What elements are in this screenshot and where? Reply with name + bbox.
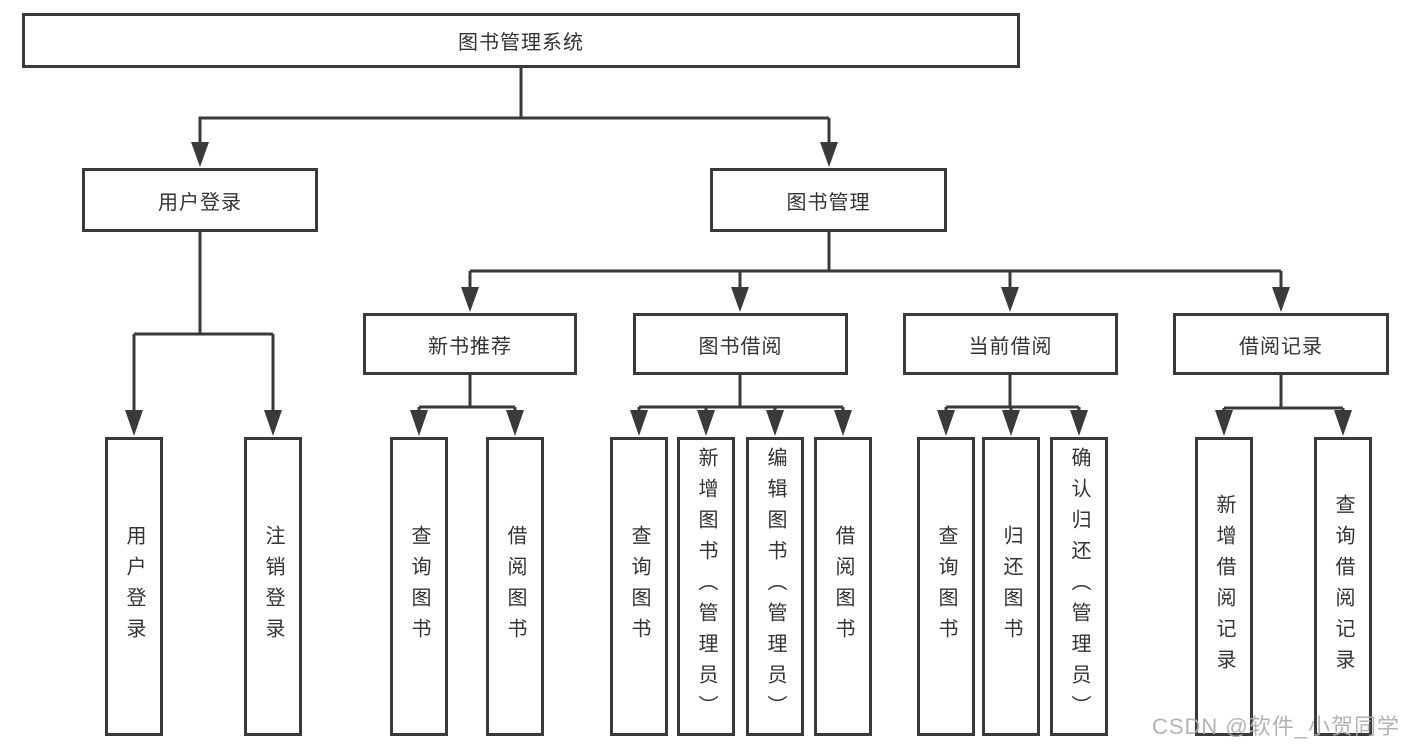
node-library-system: 图书管理系统	[22, 13, 1020, 68]
tree-edges	[132, 68, 1345, 431]
leaf-borrow-books: 借阅图书	[814, 437, 872, 736]
leaf-return-books: 归还图书	[982, 437, 1040, 736]
node-label: 新增借阅记录	[1213, 493, 1235, 680]
node-label: 借阅图书	[832, 524, 854, 649]
leaf-query-books: 查询图书	[917, 437, 975, 736]
node-label: 图书管理系统	[458, 32, 584, 54]
node-book-management: 图书管理	[710, 168, 947, 232]
leaf-user-login: 用户登录	[105, 437, 163, 736]
node-current-borrow: 当前借阅	[903, 313, 1118, 375]
csdn-watermark: CSDN @软件_小贺同学	[1151, 714, 1400, 739]
leaf-query-books: 查询图书	[390, 437, 448, 736]
node-book-borrow: 图书借阅	[633, 313, 848, 375]
node-borrow-records: 借阅记录	[1173, 313, 1389, 375]
node-label: 借阅图书	[504, 524, 526, 649]
node-label: 编辑图书（管理员）	[764, 447, 786, 726]
leaf-query-borrow-record: 查询借阅记录	[1314, 437, 1372, 736]
node-label: 查询图书	[935, 524, 957, 649]
leaf-logout: 注销登录	[244, 437, 302, 736]
node-user-login: 用户登录	[82, 168, 318, 232]
leaf-edit-book-admin: 编辑图书（管理员）	[746, 437, 804, 736]
node-label: 用户登录	[158, 191, 242, 214]
node-label: 新增图书（管理员）	[695, 447, 717, 726]
leaf-query-books: 查询图书	[610, 437, 668, 736]
leaf-add-book-admin: 新增图书（管理员）	[677, 437, 735, 736]
node-label: 确认归还（管理员）	[1068, 447, 1090, 726]
node-label: 查询借阅记录	[1332, 493, 1354, 680]
node-label: 当前借阅	[968, 335, 1053, 358]
leaf-confirm-return-admin: 确认归还（管理员）	[1050, 437, 1108, 736]
node-label: 新书推荐	[428, 335, 512, 358]
node-label: 图书管理	[786, 191, 871, 214]
node-label: 图书借阅	[698, 335, 783, 358]
node-label: 查询图书	[628, 524, 650, 649]
node-label: 注销登录	[262, 524, 284, 649]
node-label: 用户登录	[123, 524, 145, 649]
node-label: 归还图书	[1000, 524, 1022, 649]
node-label: 借阅记录	[1239, 335, 1323, 358]
node-new-book-recommend: 新书推荐	[363, 313, 577, 375]
leaf-borrow-books: 借阅图书	[486, 437, 544, 736]
arrowheads	[125, 142, 1352, 436]
node-label: 查询图书	[408, 524, 430, 649]
leaf-add-borrow-record: 新增借阅记录	[1195, 437, 1253, 736]
